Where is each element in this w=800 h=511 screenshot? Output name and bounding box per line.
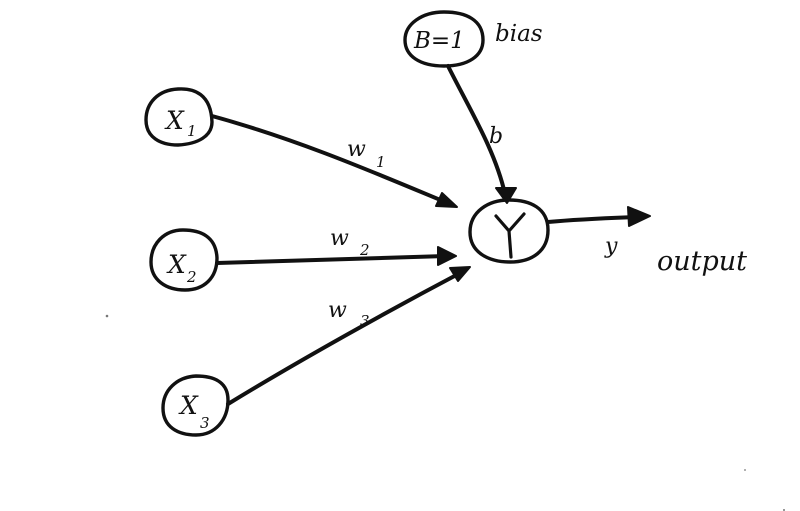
paper-speck [744, 469, 746, 471]
edge-x3-arrowhead [449, 266, 471, 282]
edge-x1-arrowhead [435, 192, 458, 208]
weight-label-w2: w 2 [330, 226, 370, 259]
edge-x2-arrowhead [437, 246, 457, 266]
neuron-node [468, 198, 550, 264]
input-node-x1-subscript: 1 [187, 122, 197, 140]
edge-neuron-to-output [546, 206, 651, 227]
paper-speck [105, 314, 109, 318]
input-node-x2-subscript: 2 [186, 268, 197, 286]
edge-bias-arrowhead [495, 187, 517, 204]
input-node-x3-label: X [178, 391, 199, 420]
y-sum-icon [494, 212, 526, 259]
bias-text: bias [495, 21, 543, 47]
edge-x2-to-neuron [215, 246, 457, 266]
weight-label-w3: w 3 [328, 298, 370, 330]
edge-bias-to-neuron [446, 64, 517, 204]
weight-label-w1-text: w [347, 137, 366, 162]
input-node-x2-circle [149, 228, 219, 292]
bias-node-circle [403, 10, 485, 68]
input-node-x1: X 1 [144, 87, 214, 147]
weight-label-w1: w 1 [347, 137, 386, 171]
edge-bias-line [446, 64, 507, 196]
bias-node-label: B=1 [413, 28, 465, 54]
weight-label-w3-subscript: 3 [360, 312, 370, 330]
input-node-x2-label: X [166, 250, 187, 279]
input-node-x3: X 3 [161, 374, 230, 437]
weight-label-w3-text: w [328, 298, 347, 323]
output-edge-label: y [604, 234, 618, 259]
edge-output-line [546, 215, 638, 224]
input-node-x2: X 2 [149, 228, 219, 292]
edge-x3-to-neuron [226, 266, 471, 406]
edge-x1-to-neuron [210, 114, 458, 208]
edge-x1-line [210, 114, 452, 206]
bias-edge-label: b [489, 124, 503, 149]
edge-output-arrowhead [627, 206, 651, 227]
edge-x3-line [226, 270, 464, 406]
edge-x2-line [215, 254, 448, 265]
output-text: output [657, 246, 747, 277]
weight-label-w2-text: w [330, 226, 349, 251]
weight-label-w2-subscript: 2 [359, 241, 370, 259]
input-node-x3-subscript: 3 [200, 414, 210, 432]
bias-node: B=1 [403, 10, 485, 68]
weight-label-w1-subscript: 1 [376, 153, 386, 171]
input-node-x1-circle [144, 87, 214, 147]
neuron-node-circle [468, 198, 550, 264]
input-node-x3-circle [161, 374, 230, 437]
input-node-x1-label: X [164, 106, 185, 135]
